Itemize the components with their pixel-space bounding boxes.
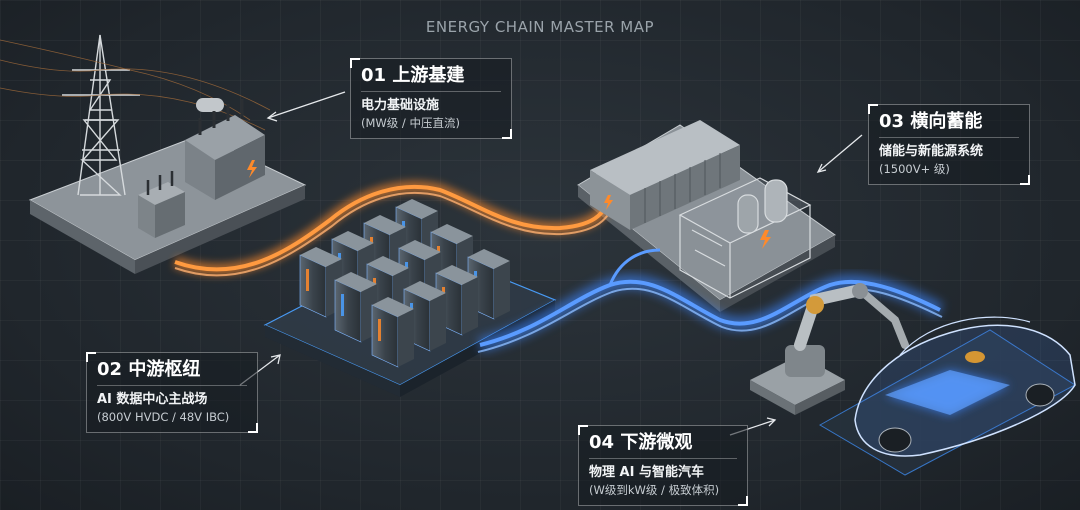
- callout-storage-sub: 储能与新能源系统: [879, 144, 984, 159]
- page-title: ENERGY CHAIN MASTER MAP: [425, 18, 655, 36]
- callout-midstream-note: (800V HVDC / 48V IBC): [97, 410, 230, 424]
- small-transformer: [138, 171, 185, 238]
- rack-status-light: [341, 294, 344, 316]
- callout-storage: 03 横向蓄能 储能与新能源系统 (1500V+ 级): [868, 104, 1030, 185]
- callout-upstream-head: 01 上游基建: [361, 65, 465, 86]
- server-rack-side: [430, 293, 446, 351]
- callout-downstream: 04 下游微观 物理 AI 与智能汽车 (W级到kW级 / 极致体积): [578, 425, 748, 506]
- callout-downstream-sub: 物理 AI 与智能汽车: [589, 465, 704, 480]
- battery-storage-units: [590, 120, 740, 230]
- server-rack-top: [364, 215, 406, 235]
- rack-status-light: [378, 319, 381, 341]
- server-rack-side: [462, 277, 478, 335]
- server-rack-top: [300, 247, 342, 267]
- server-rack-top: [396, 199, 438, 219]
- electric-car: [854, 316, 1076, 457]
- callout-midstream: 02 中游枢纽 AI 数据中心主战场 (800V HVDC / 48V IBC): [86, 352, 258, 433]
- energy-skid: [678, 177, 812, 299]
- callout-storage-head: 03 横向蓄能: [879, 111, 983, 132]
- callout-storage-note: (1500V+ 级): [879, 162, 950, 176]
- server-rack-top: [431, 224, 473, 244]
- divider: [361, 91, 501, 92]
- robot-arm: [750, 283, 909, 415]
- server-rack-top: [436, 265, 478, 285]
- server-rack-top: [468, 249, 510, 269]
- divider: [97, 385, 247, 386]
- server-rack-top: [372, 297, 414, 317]
- server-rack-side: [494, 261, 510, 319]
- callout-downstream-note: (W级到kW级 / 极致体积): [589, 483, 720, 497]
- callout-midstream-sub: AI 数据中心主战场: [97, 392, 208, 407]
- divider: [879, 137, 1019, 138]
- orange-power-cable: [173, 180, 616, 277]
- callout-upstream-sub: 电力基础设施: [361, 98, 440, 113]
- server-rack-top: [332, 231, 374, 251]
- server-racks: [299, 199, 510, 368]
- callout-upstream: 01 上游基建 电力基础设施 (MW级 / 中压直流): [350, 58, 512, 139]
- callout-downstream-head: 04 下游微观: [589, 432, 693, 453]
- server-rack-top: [399, 240, 441, 260]
- server-rack-top: [404, 281, 446, 301]
- server-rack-top: [367, 256, 409, 276]
- callout-upstream-note: (MW级 / 中压直流): [361, 116, 460, 130]
- rack-status-light: [306, 269, 309, 291]
- divider: [589, 458, 737, 459]
- server-rack-top: [335, 272, 377, 292]
- callout-midstream-head: 02 中游枢纽: [97, 359, 201, 380]
- server-rack-side: [398, 309, 414, 367]
- transformer: [185, 98, 265, 200]
